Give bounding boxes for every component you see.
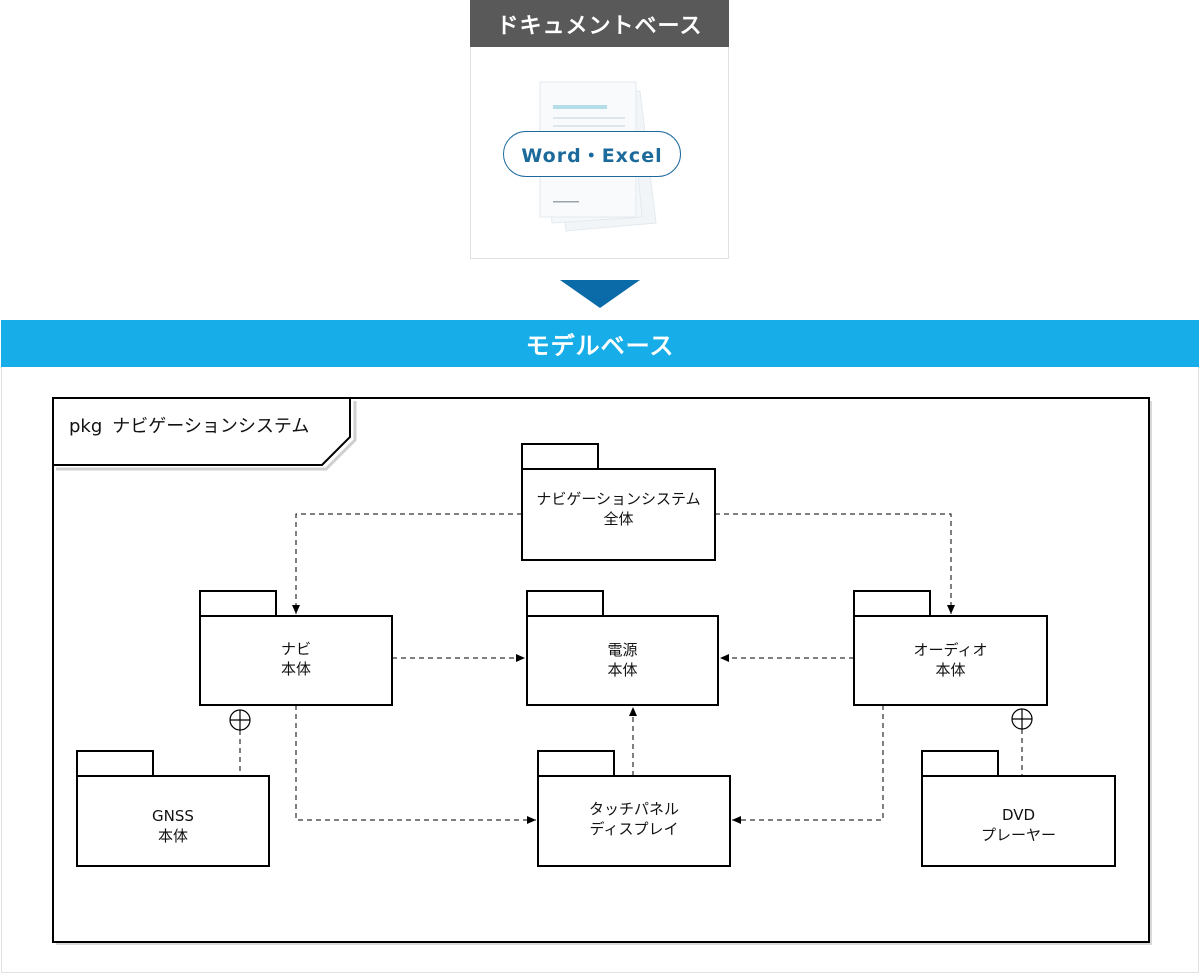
package-audio-line2: 本体 [935, 661, 966, 679]
package-touch-line1: タッチパネル [588, 800, 679, 818]
package-audio-line1: オーディオ [913, 641, 988, 659]
package-dvd-line2: プレーヤー [980, 826, 1056, 844]
package-navi-line1: ナビ [280, 640, 311, 658]
dep-navi-to-touch [295, 705, 536, 824]
containment-icon [1011, 708, 1033, 730]
package-dvd-line1: DVD [1001, 806, 1036, 824]
package-dvd [921, 750, 1116, 867]
package-navi [199, 590, 393, 706]
model-based-title: モデルベース [1, 320, 1199, 367]
dep-system-to-navi [292, 513, 522, 614]
word-excel-pill: Word・Excel [503, 131, 681, 177]
frame-name-tab [53, 398, 351, 466]
dep-audio-to-touch [732, 705, 884, 824]
package-system-line1: ナビゲーションシステム [536, 490, 701, 508]
frame-title: pkg ナビゲーションシステム [69, 412, 309, 438]
package-power-label: 電源 本体 [527, 640, 718, 680]
package-gnss [76, 750, 270, 867]
down-arrow-icon [560, 280, 640, 308]
package-audio-label: オーディオ 本体 [854, 640, 1047, 680]
package-audio [853, 590, 1048, 706]
package-dvd-label: DVD プレーヤー [922, 805, 1115, 845]
frame-keyword: pkg [69, 416, 103, 437]
package-gnss-line2: 本体 [157, 827, 188, 845]
frame-name: ナビゲーションシステム [112, 416, 310, 437]
package-system [521, 443, 716, 561]
package-power-line2: 本体 [607, 661, 638, 679]
package-navi-label: ナビ 本体 [200, 639, 392, 679]
package-gnss-label: GNSS 本体 [77, 806, 269, 846]
package-touch [537, 750, 731, 867]
dep-system-to-audio [715, 513, 955, 614]
package-power-line1: 電源 [607, 641, 638, 659]
document-based-title: ドキュメントベース [470, 0, 729, 47]
containment-icon [229, 709, 251, 731]
package-touch-line2: ディスプレイ [589, 820, 679, 838]
package-gnss-line1: GNSS [152, 807, 194, 825]
package-system-label: ナビゲーションシステム 全体 [522, 489, 715, 529]
package-navi-line2: 本体 [280, 660, 311, 678]
package-power [526, 590, 719, 706]
package-touch-label: タッチパネル ディスプレイ [538, 799, 730, 839]
package-system-line2: 全体 [603, 510, 634, 528]
